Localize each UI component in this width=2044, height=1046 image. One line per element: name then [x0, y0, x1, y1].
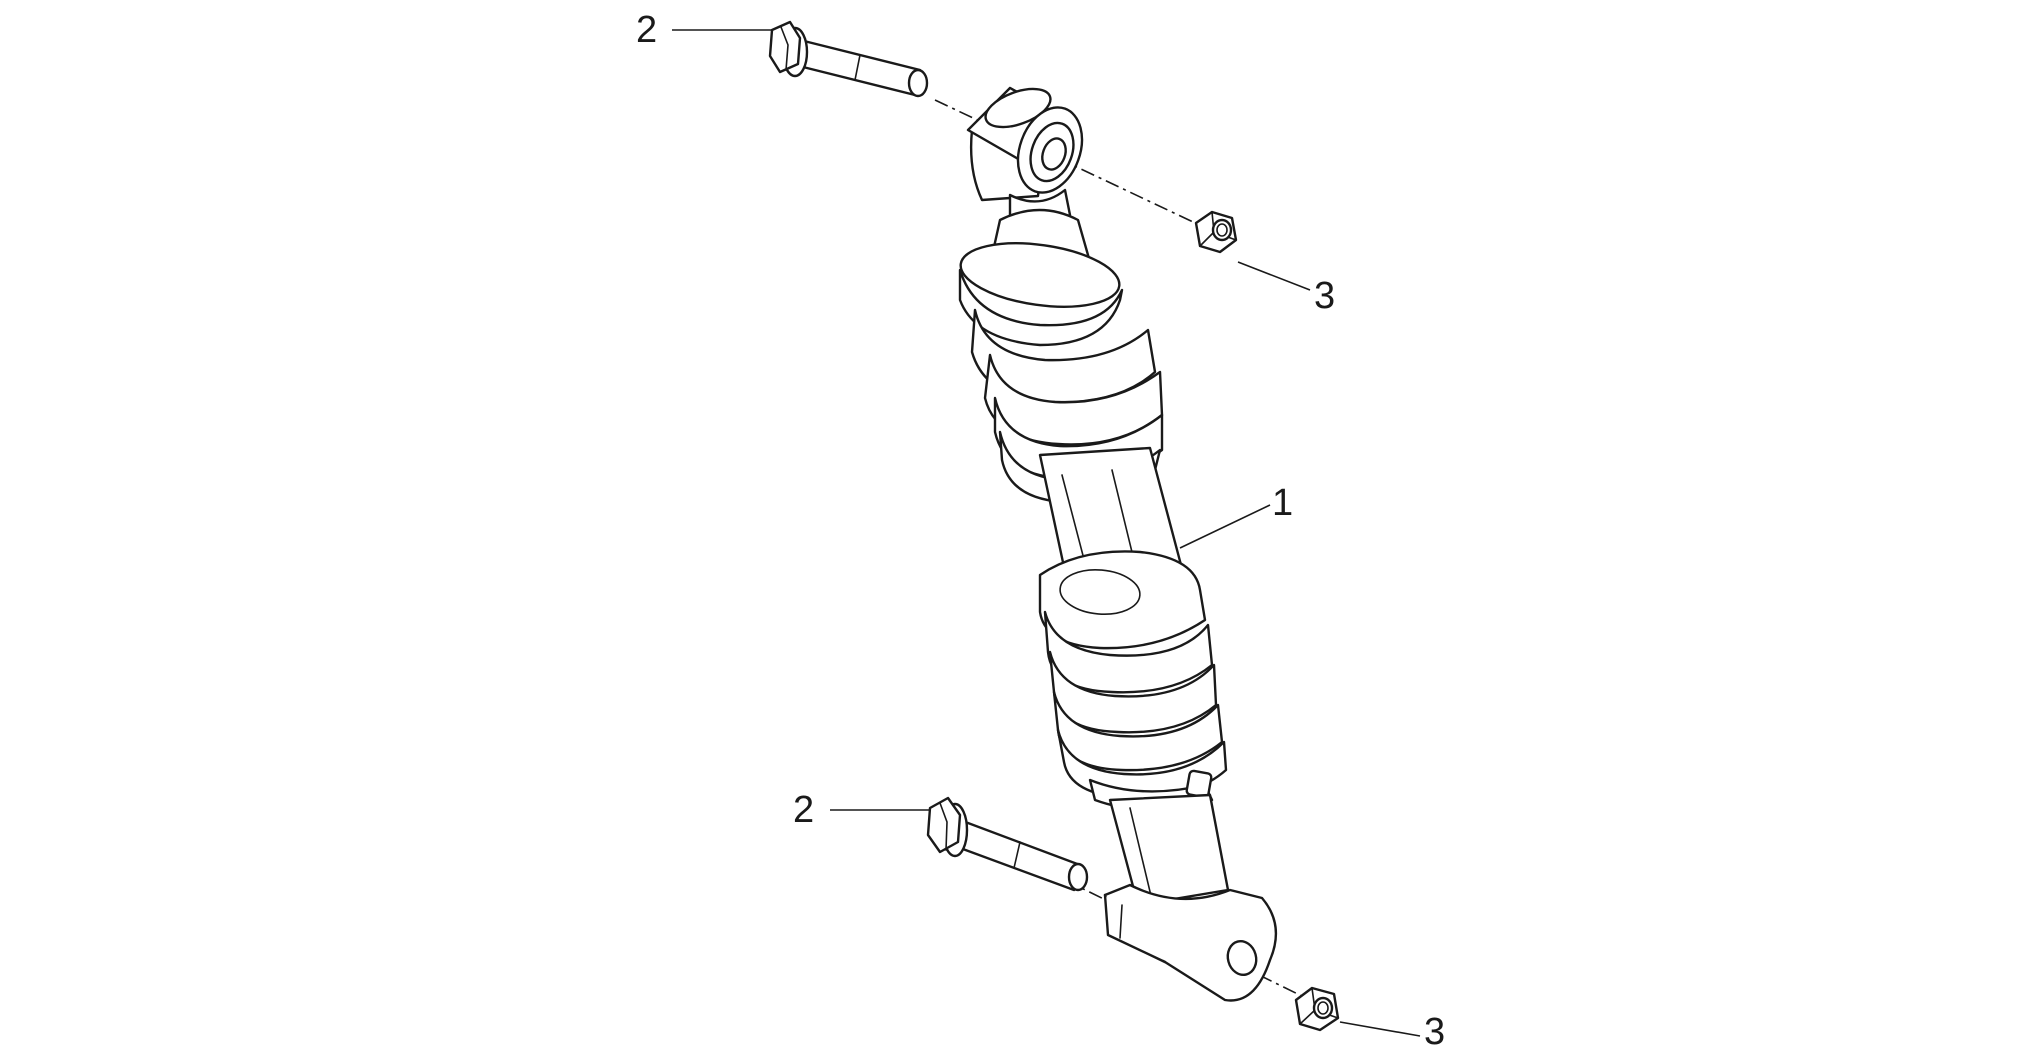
- callout-shock-absorber: 1: [1272, 482, 1293, 524]
- upper-spring-cup: [958, 208, 1124, 347]
- upper-bolt: [768, 20, 929, 98]
- top-eye-mount: [966, 86, 1084, 228]
- upper-nut: [1194, 210, 1238, 254]
- shock-absorber: [958, 86, 1278, 1002]
- callout-labels: 2 3 1 2 3: [636, 9, 1445, 1046]
- lower-bolt: [926, 796, 1089, 892]
- callout-upper-bolt: 2: [636, 9, 657, 51]
- leader-lines: [672, 29, 1421, 1037]
- lower-nut: [1294, 986, 1340, 1032]
- lower-spring: [1038, 550, 1228, 800]
- callout-lower-nut: 3: [1424, 1011, 1445, 1046]
- callout-lower-bolt: 2: [793, 789, 814, 831]
- callout-upper-nut: 3: [1314, 275, 1335, 317]
- lower-mount-bracket: [1103, 883, 1278, 1002]
